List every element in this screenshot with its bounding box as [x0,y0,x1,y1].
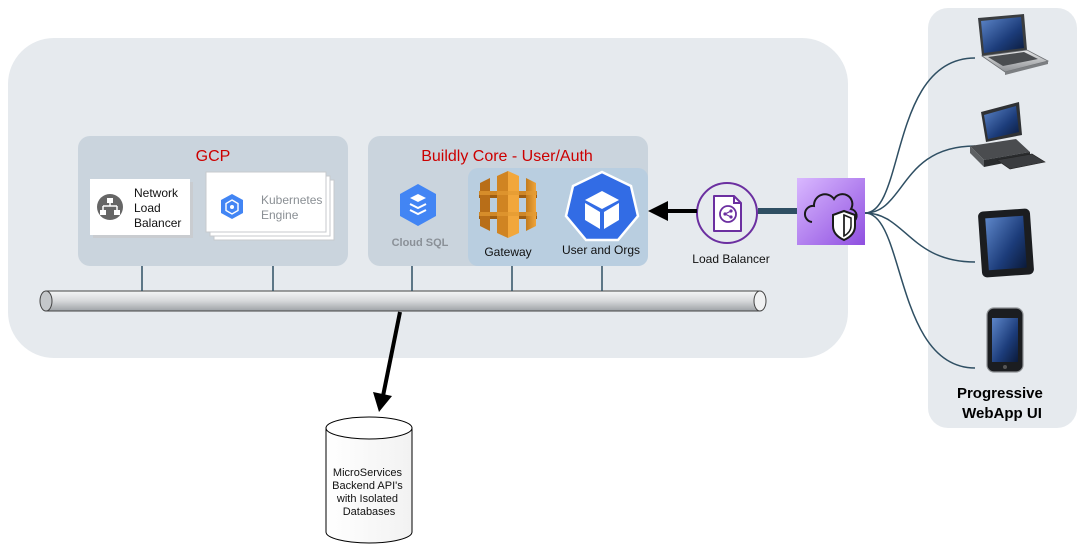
tablet-icon[interactable] [978,208,1034,278]
gateway-label: Gateway [484,245,531,259]
database-line-3: with Isolated [336,493,398,505]
database-label: MicroServices Backend API's with Isolate… [332,467,406,518]
client-connectors [864,57,976,369]
buildly-core-group: Buildly Core - User/Auth Cloud SQL [368,136,648,266]
network-topology-icon [97,194,123,220]
user-and-orgs-node[interactable]: User and Orgs [562,170,640,257]
load-balancer-label: Load Balancer [692,252,769,266]
gateway-node[interactable]: Gateway [479,171,537,259]
kubernetes-line-1: Kubernetes [261,193,322,207]
database-cylinder-icon [325,416,413,544]
cloud-sql-label: Cloud SQL [392,237,449,249]
lb-to-core-arrow [648,201,697,221]
network-load-balancer-card[interactable]: Network Load Balancer [90,179,193,238]
database-line-2: Backend API's [332,480,403,492]
network-load-balancer-label: Network Load Balancer [134,186,181,230]
buildly-core-title: Buildly Core - User/Auth [421,148,593,165]
network-lb-line-2: Load [134,201,161,215]
user-and-orgs-label: User and Orgs [562,243,640,257]
clients-title-line-2: WebApp UI [962,405,1042,422]
clients-title-line-1: Progressive [957,385,1043,402]
service-bus [39,290,767,312]
waf-node[interactable] [797,178,865,245]
kubernetes-engine-icon [221,194,243,219]
database-line-4: Databases [343,506,396,518]
network-lb-line-3: Balancer [134,216,181,230]
api-gateway-icon [479,171,537,238]
gcp-title: GCP [196,148,231,165]
bus-connectors [141,266,603,291]
kubernetes-engine-card[interactable]: Kubernetes Engine [205,171,335,241]
gcp-group: GCP Network Load Balancer [78,136,348,266]
desktop-computer-icon[interactable] [970,102,1046,170]
database-node[interactable]: MicroServices Backend API's with Isolate… [325,416,413,544]
cloud-sql-icon [400,184,436,226]
clients-title: Progressive WebApp UI [957,385,1047,422]
smartphone-icon[interactable] [986,307,1024,373]
database-line-1: MicroServices [333,467,403,479]
kubernetes-line-2: Engine [261,208,299,222]
kubernetes-engine-label: Kubernetes Engine [261,193,326,222]
cloud-sql-node[interactable]: Cloud SQL [392,184,449,249]
network-lb-line-1: Network [134,186,179,200]
cube-icon [564,170,640,242]
bus-to-database-arrow [373,311,402,412]
laptop-icon[interactable] [978,14,1050,75]
cloud-shield-icon [797,178,865,245]
